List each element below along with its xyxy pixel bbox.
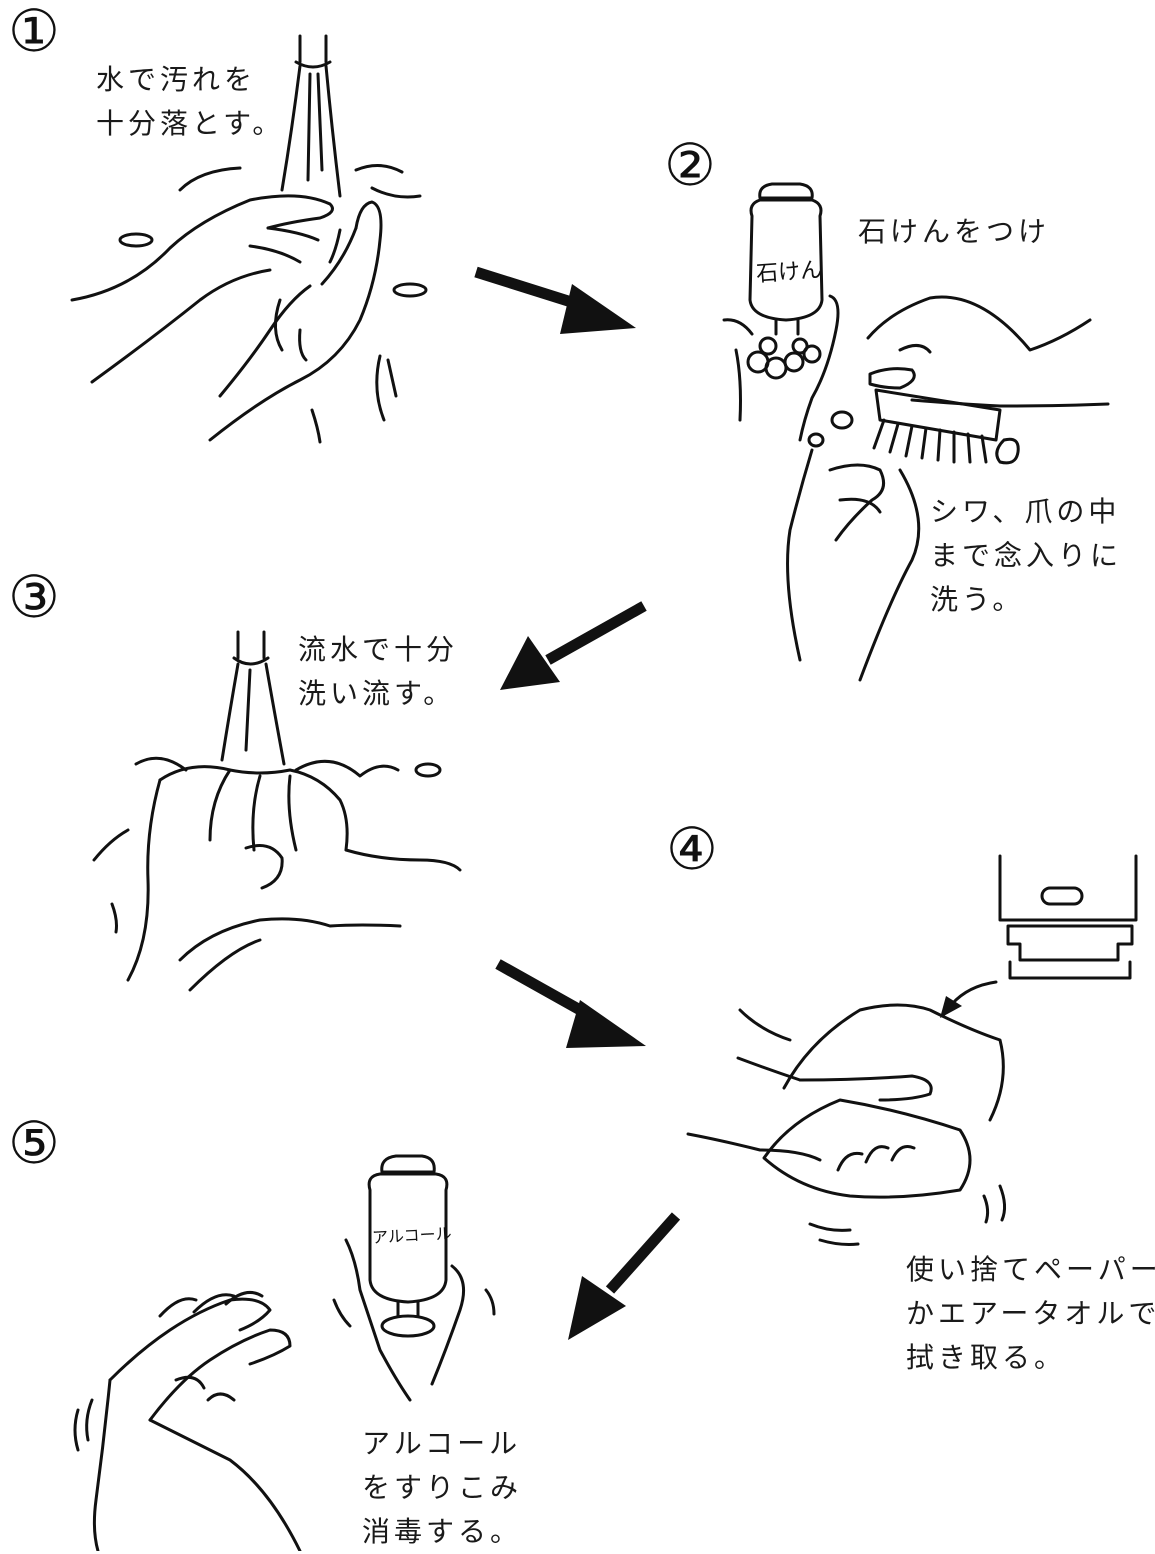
arrow-step-1-to-2 xyxy=(476,272,636,334)
step-4-towel-illustration xyxy=(688,856,1136,1245)
soap-bottle-label: 石けん xyxy=(755,252,823,289)
arrow-step-2-to-3 xyxy=(500,606,644,690)
step-1-faucet-hands-illustration xyxy=(72,36,426,442)
arrow-step-3-to-4 xyxy=(498,964,646,1048)
alcohol-bottle-label: アルコール xyxy=(371,1220,452,1248)
arrow-step-4-to-5 xyxy=(568,1216,676,1340)
step-3-rinse-illustration xyxy=(94,632,460,990)
step-5-alcohol-illustration xyxy=(75,1156,494,1551)
